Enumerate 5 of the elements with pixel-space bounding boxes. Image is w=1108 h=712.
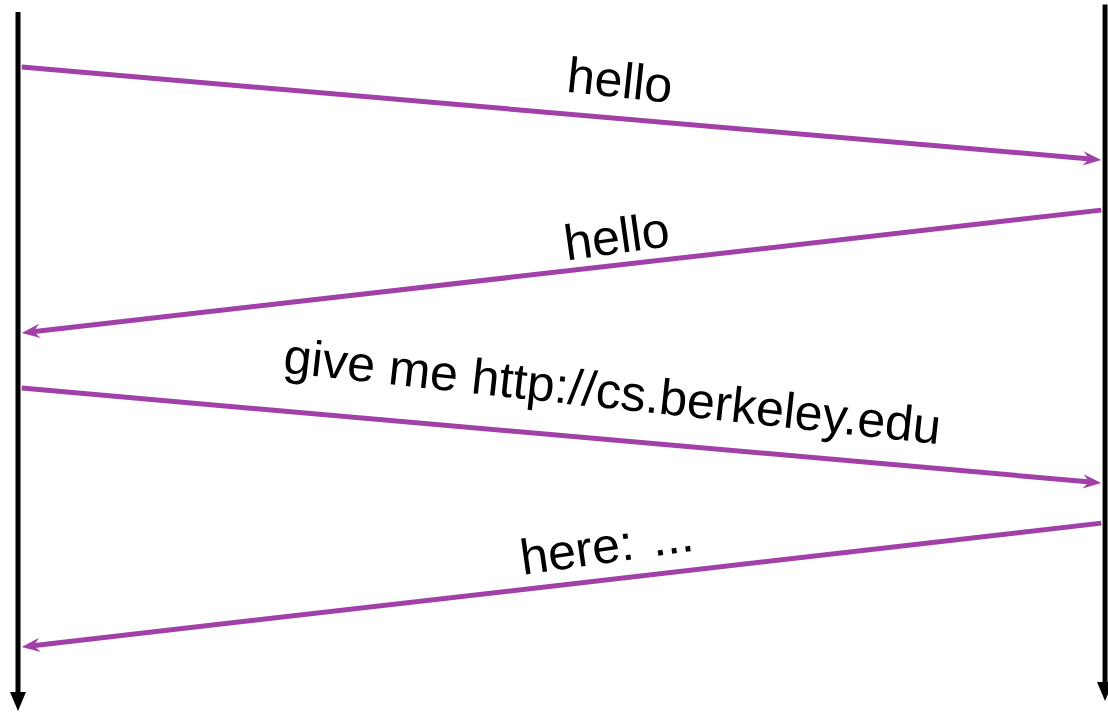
edge-label: here: ... xyxy=(516,513,697,577)
timeline-arrow xyxy=(10,12,26,711)
edge-label: hello xyxy=(564,54,676,105)
timeline-arrow xyxy=(1097,4,1108,701)
edge-label: hello xyxy=(560,208,673,263)
